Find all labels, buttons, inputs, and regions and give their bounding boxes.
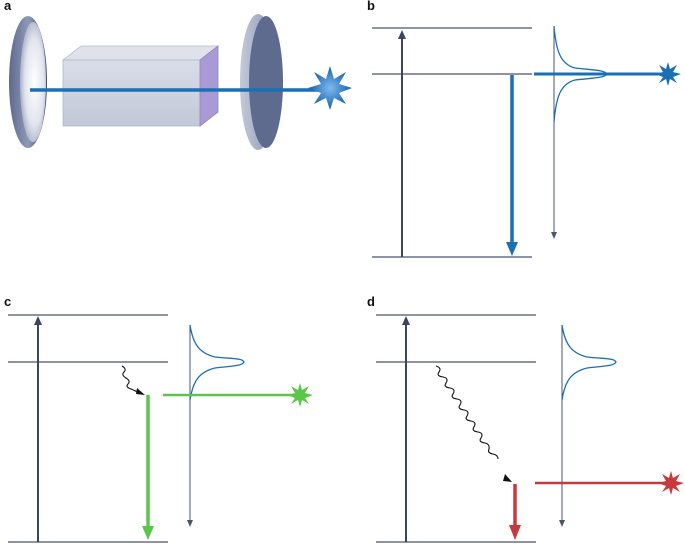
panel-d-energy-diagram (376, 314, 684, 543)
laser-star-blue-icon (308, 66, 352, 110)
laser-star-green-icon (287, 383, 313, 407)
panel-b-energy-diagram (372, 25, 681, 258)
relaxation-squiggle (435, 365, 499, 460)
spectrum-curve (561, 324, 617, 401)
mirror-left-icon (9, 16, 47, 148)
laser-star-red-icon (658, 471, 684, 495)
panel-c-energy-diagram (8, 314, 313, 543)
mirror-right-icon (240, 14, 283, 150)
panel-label-d: d (367, 294, 375, 309)
spectrum-curve (189, 324, 245, 401)
panel-a-cavity (9, 14, 352, 150)
panel-label-a: a (4, 0, 12, 13)
gain-crystal-icon (61, 45, 220, 127)
relaxation-squiggle (121, 365, 138, 393)
panel-label-c: c (4, 294, 12, 309)
laser-star-blue-icon (655, 62, 681, 86)
panel-label-b: b (367, 0, 375, 13)
